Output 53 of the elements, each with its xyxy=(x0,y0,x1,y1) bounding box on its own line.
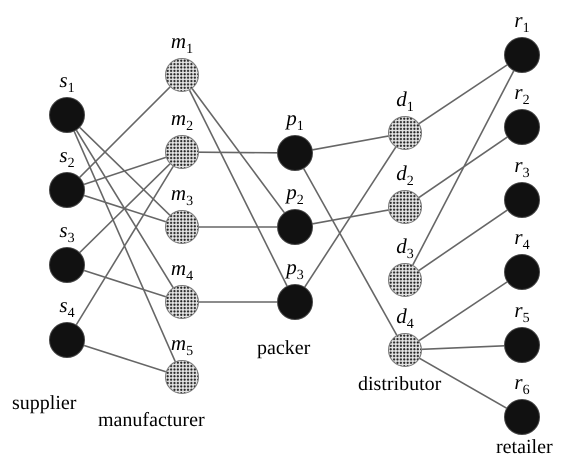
node-label: s$_{4}$ xyxy=(59,294,75,321)
node-label: r$_{3}$ xyxy=(514,154,530,181)
connector-line xyxy=(74,131,176,362)
connector-line xyxy=(84,156,166,186)
node-label: r$_{5}$ xyxy=(514,300,530,326)
connector-line xyxy=(418,210,508,272)
stage-label: distributor xyxy=(358,374,442,394)
node-label: m$_{4}$ xyxy=(170,258,194,284)
connector-line xyxy=(84,344,166,373)
connector-line xyxy=(192,88,285,214)
node-label: s$_{1}$ xyxy=(59,70,75,96)
connector-line xyxy=(199,226,277,228)
connector-line xyxy=(304,146,396,288)
stage-label: retailer xyxy=(496,437,553,457)
stage-label: packer xyxy=(257,338,310,358)
node-label: m$_{3}$ xyxy=(170,182,194,209)
connector-line xyxy=(303,168,398,336)
connector-line xyxy=(312,135,388,151)
connector-line xyxy=(79,126,170,216)
node-label: p$_{3}$ xyxy=(286,256,304,283)
connector-line xyxy=(419,358,507,409)
connector-line xyxy=(188,90,288,286)
node-label: d$_{4}$ xyxy=(396,306,414,332)
node-label: p$_{1}$ xyxy=(286,108,304,134)
node-label: m$_{1}$ xyxy=(170,30,194,57)
node-label: s$_{2}$ xyxy=(59,144,75,171)
node-label: r$_{2}$ xyxy=(514,82,530,108)
connector-line xyxy=(76,130,174,288)
connector-line xyxy=(312,209,388,225)
connector-line xyxy=(412,70,514,266)
connector-line xyxy=(76,166,174,326)
stage-label: supplier xyxy=(12,393,76,413)
node-label: d$_{1}$ xyxy=(396,88,414,115)
node-label: r$_{6}$ xyxy=(514,372,530,398)
node-label: d$_{3}$ xyxy=(396,236,414,262)
connector-line xyxy=(79,86,171,178)
connector-line xyxy=(79,163,170,253)
connector-line xyxy=(199,151,277,154)
node-label: m$_{2}$ xyxy=(170,108,194,134)
connector-line xyxy=(84,270,166,298)
node-label: r$_{4}$ xyxy=(514,226,530,253)
node-label: s$_{3}$ xyxy=(59,220,75,246)
connector-line xyxy=(418,136,508,198)
node-label: r$_{1}$ xyxy=(514,10,530,36)
connector-line xyxy=(418,281,508,342)
connector-line xyxy=(422,344,504,350)
node-label: d$_{2}$ xyxy=(396,162,414,189)
connector-line xyxy=(418,64,508,124)
stage-label: manufacturer xyxy=(98,410,205,430)
connector-line xyxy=(84,194,166,223)
connector-line xyxy=(199,301,277,303)
node-label: p$_{2}$ xyxy=(286,182,304,208)
node-label: m$_{5}$ xyxy=(170,332,194,359)
